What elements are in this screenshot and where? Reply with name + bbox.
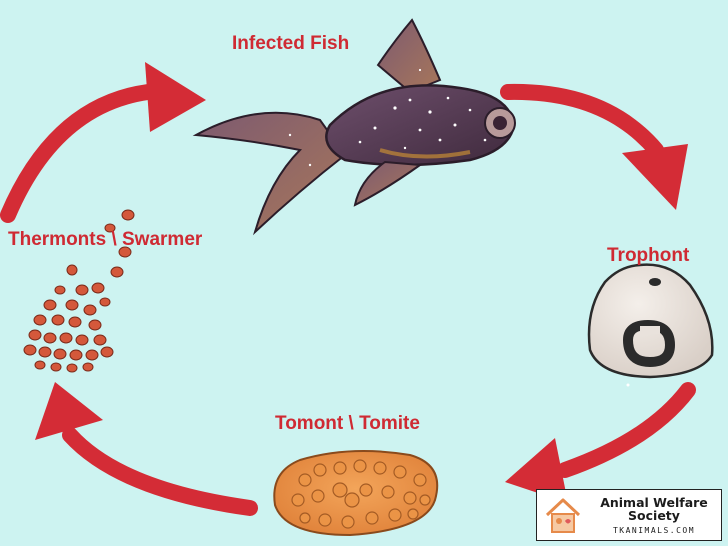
watermark-url: TKANIMALS.COM [612, 526, 696, 535]
watermark-name: Animal Welfare Society [600, 495, 708, 523]
arrow-trophont-to-tomont [505, 382, 696, 503]
stage-label-infected-fish: Infected Fish [232, 33, 350, 54]
tomont-illustration [273, 450, 439, 537]
thermonts-illustration [23, 209, 135, 373]
watermark-badge: Animal Welfare Society TKANIMALS.COM [536, 489, 722, 541]
arrow-thermonts-to-fish [0, 62, 206, 223]
arrow-tomont-to-thermonts [35, 382, 258, 516]
house-logo-icon [545, 498, 581, 533]
arrow-fish-to-trophont [500, 83, 688, 210]
stage-label-thermonts: Thermonts \ Swarmer [8, 229, 203, 250]
stage-label-tomont: Tomont \ Tomite [275, 413, 420, 434]
stage-label-trophont: Trophont [607, 245, 690, 266]
infected-fish-illustration [192, 18, 516, 236]
trophont-illustration [587, 263, 714, 387]
